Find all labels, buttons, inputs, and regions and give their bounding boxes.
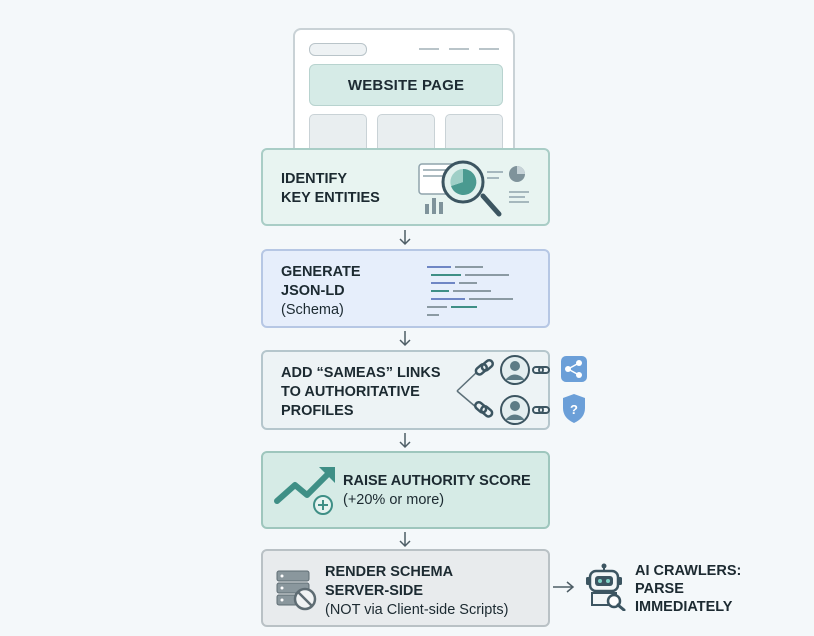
step-raise-authority: RAISE AUTHORITY SCORE (+20% or more): [261, 451, 550, 529]
crawler-label: AI CRAWLERS:: [635, 563, 742, 579]
step-subtitle: (NOT via Client-side Scripts): [325, 602, 509, 618]
flow-arrow: [399, 433, 411, 449]
crawler-label: IMMEDIATELY: [635, 599, 733, 615]
server-blocked-icon: [276, 570, 317, 611]
chain-link-icon: [474, 359, 494, 376]
step-title: SERVER-SIDE: [325, 583, 424, 599]
profile-links-icon: ?: [456, 355, 587, 425]
step-title: RAISE AUTHORITY SCORE: [343, 473, 531, 489]
step-title: RENDER SCHEMA: [325, 564, 454, 580]
step-generate-jsonld: GENERATE JSON-LD (Schema): [261, 249, 550, 328]
step-render-server-side: RENDER SCHEMA SERVER-SIDE (NOT via Clien…: [261, 549, 550, 627]
magnifier-analytics-icon: [418, 160, 529, 217]
website-page-label: WEBSITE PAGE: [309, 64, 503, 106]
step-subtitle: (Schema): [281, 302, 344, 318]
step-title: GENERATE: [281, 264, 361, 280]
flow-arrow: [399, 230, 411, 246]
flow-arrow: [399, 331, 411, 347]
step-title: KEY ENTITIES: [281, 190, 380, 206]
nav-dash: [479, 48, 499, 50]
website-page-mockup: WEBSITE PAGE: [293, 28, 515, 178]
step-subtitle: (+20% or more): [343, 492, 445, 508]
nav-dash: [449, 48, 469, 50]
step-identify-entities: IDENTIFY KEY ENTITIES: [261, 148, 550, 226]
step-title: IDENTIFY: [281, 171, 348, 187]
step-title: JSON-LD: [281, 283, 345, 299]
code-lines-icon: [427, 266, 513, 316]
svg-text:?: ?: [570, 402, 578, 417]
trend-up-icon: [274, 467, 335, 515]
crawler-label: PARSE: [635, 581, 684, 597]
step-title: ADD “SAMEAS” LINKS: [281, 365, 441, 381]
flow-arrow-right: [553, 581, 575, 593]
flow-arrow: [399, 532, 411, 548]
nav-dash: [419, 48, 439, 50]
step-title: PROFILES: [281, 403, 354, 419]
robot-crawler-icon: [586, 563, 626, 611]
address-bar: [309, 43, 367, 56]
step-title: TO AUTHORITATIVE: [281, 384, 420, 400]
